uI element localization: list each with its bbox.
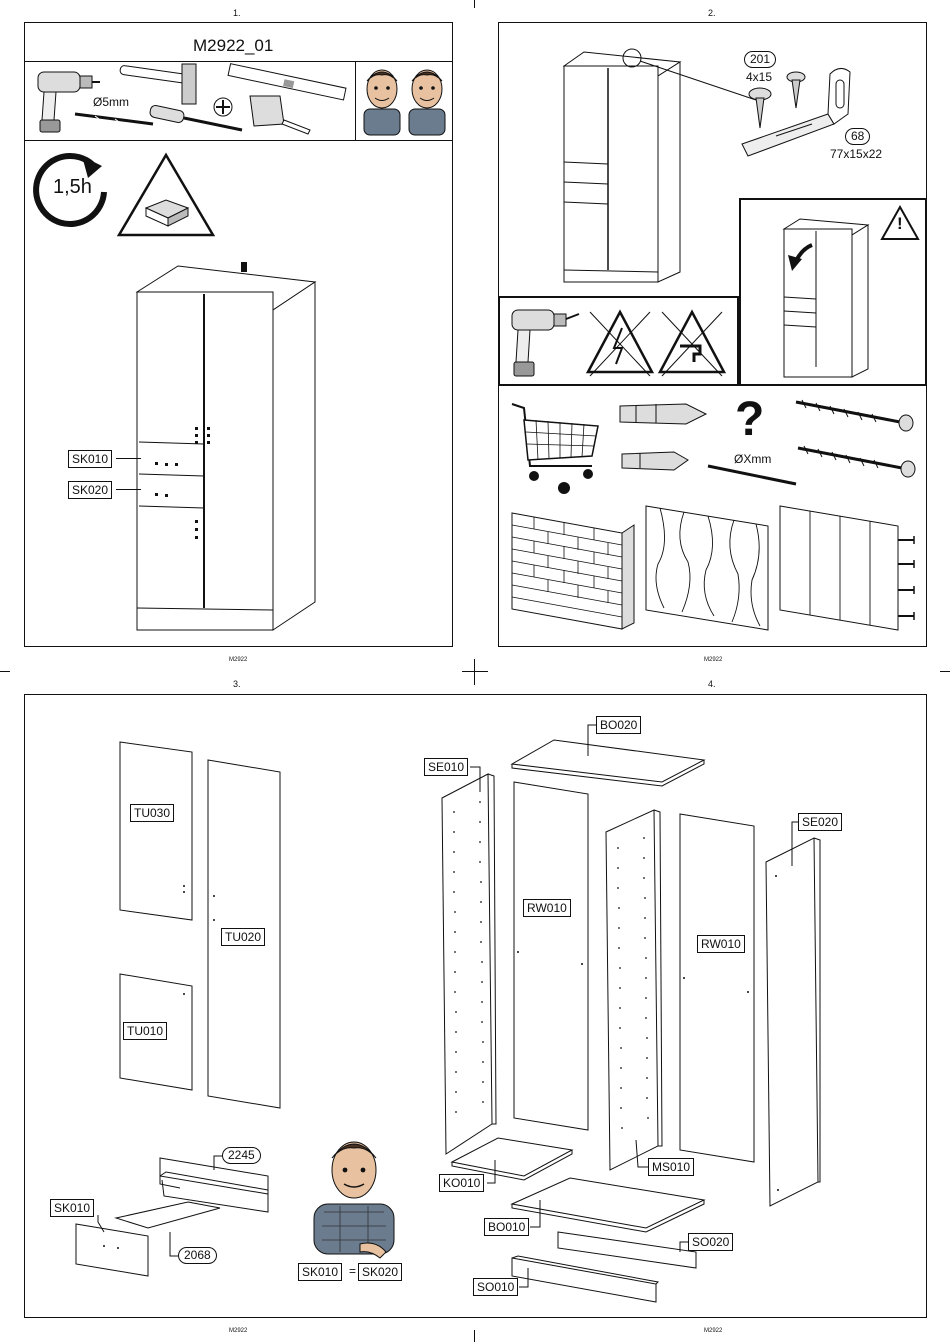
leader-lines [0, 0, 950, 1342]
